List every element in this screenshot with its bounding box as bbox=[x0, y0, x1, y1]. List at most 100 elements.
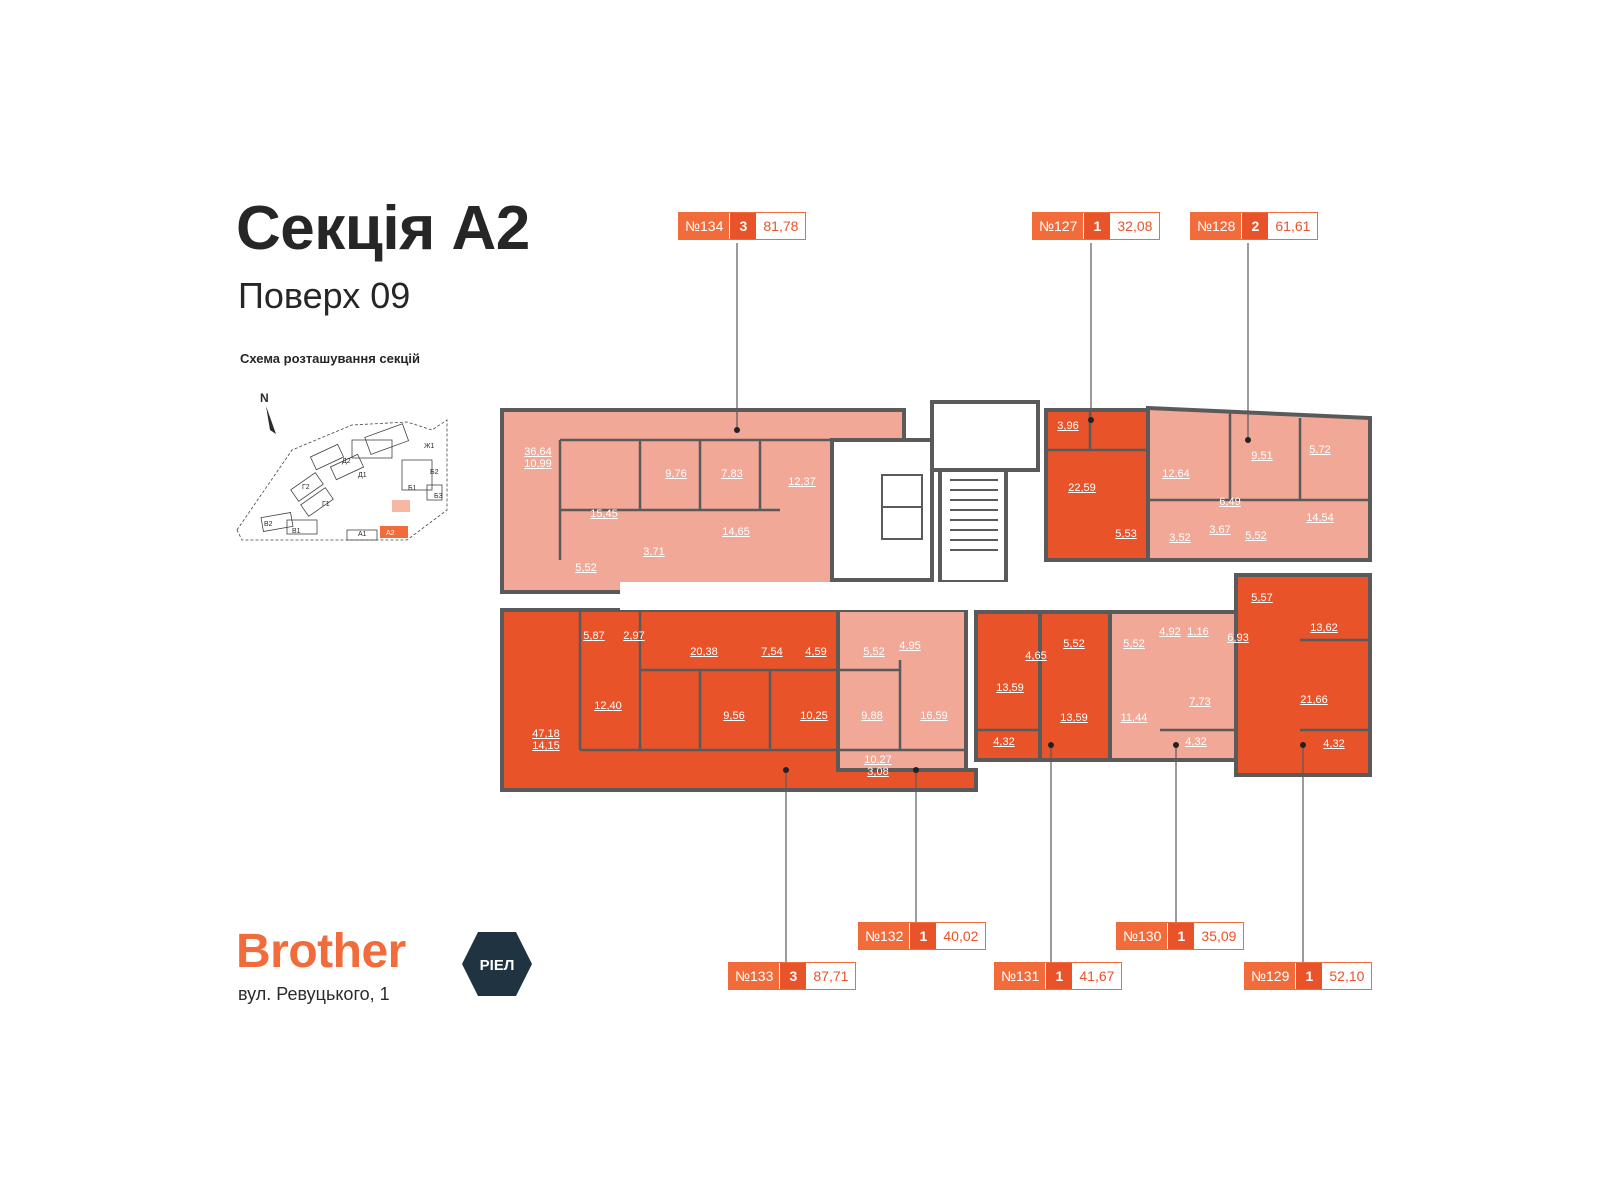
room-count: 1 bbox=[1295, 963, 1323, 989]
room-area: 36,64 bbox=[524, 446, 552, 458]
section-title: Секція А2 bbox=[236, 194, 530, 263]
room-area: 10,27 bbox=[864, 754, 892, 766]
room-area: 4,92 bbox=[1159, 626, 1181, 638]
room-area: 9,56 bbox=[723, 710, 745, 722]
room-area: 6,49 bbox=[1219, 496, 1241, 508]
room-area: 3,96 bbox=[1057, 420, 1079, 432]
room-count: 1 bbox=[1083, 213, 1111, 239]
room-area: 5,53 bbox=[1115, 528, 1137, 540]
room-area: 3,71 bbox=[643, 546, 665, 558]
total-area: 41,67 bbox=[1079, 968, 1115, 984]
room-area: 9,51 bbox=[1251, 450, 1273, 462]
apartment-number: №130 bbox=[1117, 923, 1168, 949]
room-area: 13,59 bbox=[996, 682, 1024, 694]
scheme-label: Схема розташування секцій bbox=[240, 351, 420, 366]
room-area: 5,52 bbox=[575, 562, 597, 574]
room-area: 12,64 bbox=[1162, 468, 1190, 480]
scheme-section-v2: В2 bbox=[264, 521, 273, 528]
scheme-section-b1: Б1 bbox=[408, 485, 417, 492]
scheme-section-b3: Б3 bbox=[434, 493, 443, 500]
core-entrance bbox=[930, 400, 1040, 472]
scheme-section-b2: Б2 bbox=[430, 469, 439, 476]
apartment-131b-area bbox=[974, 610, 1042, 762]
total-area: 61,61 bbox=[1275, 218, 1311, 234]
apartment-tag-131[interactable]: №131 1 41,67 bbox=[994, 962, 1123, 990]
total-area: 40,02 bbox=[943, 928, 979, 944]
apartment-number: №131 bbox=[995, 963, 1046, 989]
apartment-number: №128 bbox=[1191, 213, 1242, 239]
total-area: 81,78 bbox=[763, 218, 799, 234]
apartment-131-area bbox=[1038, 610, 1112, 762]
scheme-section-v1: В1 bbox=[292, 528, 301, 535]
room-area: 7,73 bbox=[1189, 696, 1211, 708]
apartment-tag-127[interactable]: №127 1 32,08 bbox=[1032, 212, 1161, 240]
room-area: 14,54 bbox=[1306, 512, 1334, 524]
apartment-number: №134 bbox=[679, 213, 730, 239]
apartment-number: №132 bbox=[859, 923, 910, 949]
apartment-tag-129[interactable]: №129 1 52,10 bbox=[1244, 962, 1373, 990]
room-area: 10,99 bbox=[524, 458, 552, 470]
room-area: 3,08 bbox=[867, 766, 889, 778]
room-area: 4,32 bbox=[1185, 736, 1207, 748]
total-area: 87,71 bbox=[813, 968, 849, 984]
room-area: 5,52 bbox=[1245, 530, 1267, 542]
room-area: 7,83 bbox=[721, 468, 743, 480]
scheme-section-zh1: Ж1 bbox=[424, 443, 434, 450]
room-area: 2,97 bbox=[623, 630, 645, 642]
apartment-number: №127 bbox=[1033, 213, 1084, 239]
room-area: 6,93 bbox=[1227, 632, 1249, 644]
room-area: 13,59 bbox=[1060, 712, 1088, 724]
room-area: 5,87 bbox=[583, 630, 605, 642]
scheme-section-a2: А2 bbox=[386, 530, 395, 537]
scheme-section-a1: А1 bbox=[358, 531, 367, 538]
apartment-tag-134[interactable]: №134 3 81,78 bbox=[678, 212, 807, 240]
room-area: 4,32 bbox=[993, 736, 1015, 748]
room-area: 14,65 bbox=[722, 526, 750, 538]
apartment-tag-133[interactable]: №133 3 87,71 bbox=[728, 962, 857, 990]
room-area: 5,52 bbox=[1063, 638, 1085, 650]
scheme-section-g2: Г2 bbox=[302, 484, 310, 491]
section-location-map: N Ж1 Д2 Д1 Г2 Г1 В2 В1 Б2 Б1 Б3 А1 А2 bbox=[236, 391, 448, 541]
room-area: 15,45 bbox=[590, 508, 618, 520]
room-area: 4,32 bbox=[1323, 738, 1345, 750]
floor-subtitle: Поверх 09 bbox=[238, 275, 411, 316]
stairwell bbox=[938, 468, 1008, 584]
north-label: N bbox=[260, 391, 269, 405]
riel-badge-text: РІЕЛ bbox=[480, 957, 515, 974]
room-area: 12,37 bbox=[788, 476, 816, 488]
room-area: 47,18 bbox=[532, 728, 560, 740]
total-area: 35,09 bbox=[1201, 928, 1237, 944]
room-area: 5,52 bbox=[1123, 638, 1145, 650]
apartment-132-area bbox=[836, 608, 968, 772]
apartment-128-area bbox=[1146, 405, 1372, 562]
scheme-section-d2: Д2 bbox=[342, 458, 351, 465]
room-area: 5,72 bbox=[1309, 444, 1331, 456]
room-area: 9,76 bbox=[665, 468, 687, 480]
room-count: 1 bbox=[909, 923, 937, 949]
room-area: 4,95 bbox=[899, 640, 921, 652]
room-area: 21,66 bbox=[1300, 694, 1328, 706]
apartment-tag-128[interactable]: №128 2 61,61 bbox=[1190, 212, 1319, 240]
apartment-number: №133 bbox=[729, 963, 780, 989]
scheme-section-d1: Д1 bbox=[358, 472, 367, 479]
apartment-tag-130[interactable]: №130 1 35,09 bbox=[1116, 922, 1245, 950]
room-area: 3,67 bbox=[1209, 524, 1231, 536]
room-area: 9,88 bbox=[861, 710, 883, 722]
apartment-tag-132[interactable]: №132 1 40,02 bbox=[858, 922, 987, 950]
room-area: 11,44 bbox=[1120, 712, 1148, 724]
room-area: 10,25 bbox=[800, 710, 828, 722]
address: вул. Ревуцького, 1 bbox=[238, 984, 390, 1004]
room-count: 3 bbox=[729, 213, 757, 239]
room-count: 1 bbox=[1045, 963, 1073, 989]
room-area: 13,62 bbox=[1310, 622, 1338, 634]
room-area: 14,15 bbox=[532, 740, 560, 752]
room-area: 1,16 bbox=[1187, 626, 1209, 638]
room-area: 4,65 bbox=[1025, 650, 1047, 662]
room-area: 12,40 bbox=[594, 700, 622, 712]
room-area: 4,59 bbox=[805, 646, 827, 658]
room-area: 3,52 bbox=[1169, 532, 1191, 544]
room-count: 2 bbox=[1241, 213, 1269, 239]
scheme-section-g1: Г1 bbox=[322, 501, 330, 508]
room-area: 5,52 bbox=[863, 646, 885, 658]
